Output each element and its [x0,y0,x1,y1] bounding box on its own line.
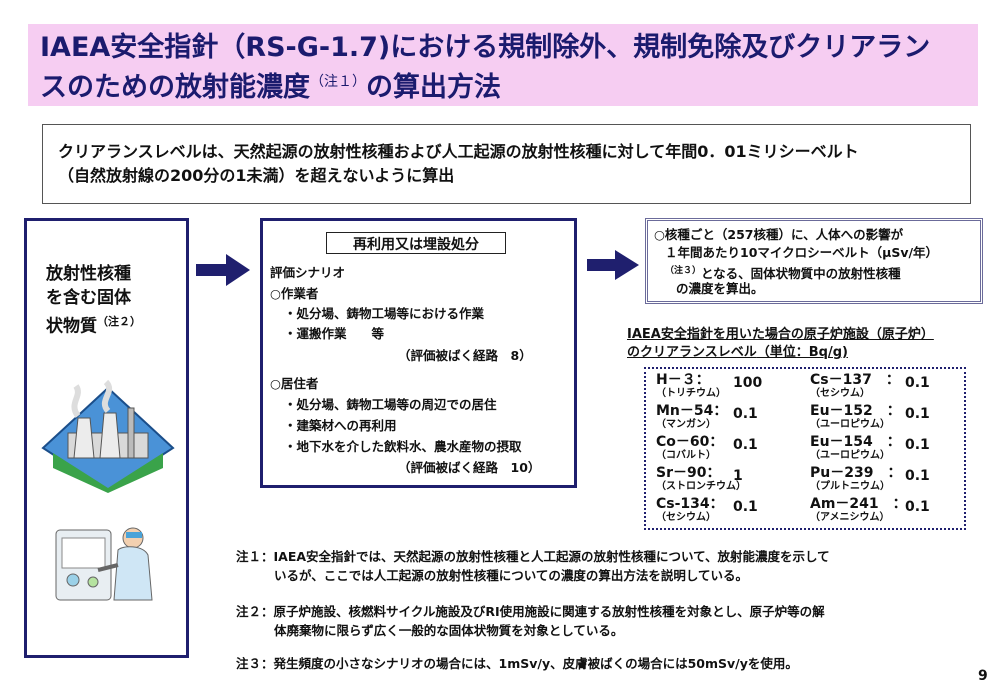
clearance-value: 100 [733,375,763,391]
clearance-value: 0.1 [905,437,930,453]
clearance-table-heading-line-1: IAEA安全指針を用いた場合の原子炉施設（原子炉） [627,327,934,342]
footnote-2-line-1: 注２：原子炉施設、核燃料サイクル施設及びRI使用施設に関連する放射性核種を対象と… [236,604,825,619]
solid-material-box [24,218,189,658]
scenario-label: 評価シナリオ [270,265,346,280]
solid-material-label: 放射性核種 を含む固体 状物質（注２） [46,262,166,339]
worker-item: ・処分場、鋳物工場等における作業 [284,306,485,321]
clearance-value: 0.1 [905,406,930,422]
nuclide-symbol: Eu－154 ： [810,434,901,450]
nuclide-name: （プルトニウム） [810,481,890,492]
calculation-line-4: の濃度を算出。 [676,281,764,296]
clearance-value: 0.1 [733,499,758,515]
nuclide-symbol: Cs－137 ： [810,372,900,388]
nuclide-name: （ストロンチウム） [656,481,746,492]
nuclide-symbol: Cs-134： [656,496,724,512]
clearance-value: 0.1 [733,406,758,422]
clearance-table-heading-main: のクリアランスレベル [627,345,757,360]
solid-material-line-2: を含む固体 [46,288,131,308]
nuclide-name: （アメニシウム） [810,512,890,523]
worker-item: ・運搬作業 等 [284,326,385,341]
footnote-1-line-1: 注１：IAEA安全指針では、天然起源の放射性核種と人工起源の放射性核種について、… [236,549,830,564]
nuclide-symbol: Co－60： [656,434,724,450]
title-line-2: スのための放射能濃度（注１）の算出方法 [40,65,970,105]
solid-material-line-3: 状物質（注２） [46,310,166,339]
calculation-line-1: ○核種ごと（257核種）に、人体への影響が [654,227,904,242]
nuclide-symbol: Mn－54： [656,403,728,419]
right-arrow-icon [196,254,250,286]
clearance-table-unit: （単位：Bq/g) [756,345,848,360]
title-line-2-prefix: スのための放射能濃度 [40,72,310,103]
nuclide-name: （ユーロピウム） [810,419,890,430]
laboratory-worker-icon [55,527,153,601]
page-number: 9 [978,668,988,684]
power-plant-icon [41,379,175,493]
nuclide-symbol: Sr－90： [656,465,721,481]
nuclide-name: （マンガン） [656,419,716,430]
nuclide-name: （ユーロピウム） [810,450,890,461]
resident-item: ・処分場、鋳物工場等の周辺での居住 [284,397,497,412]
resident-label: ○居住者 [270,376,319,391]
solid-material-line-1: 放射性核種 [46,264,131,284]
title-band [28,24,978,106]
calculation-box [645,218,983,304]
clearance-table [644,367,966,530]
intro-line-1: クリアランスレベルは、天然起源の放射性核種および人工起源の放射性核種に対して年間… [58,142,859,161]
scenario-heading: 再利用又は埋設処分 [353,237,479,253]
footnote-2-line-2: 体廃棄物に限らず広く一般的な固体状物質を対象としている。 [274,623,624,638]
clearance-value: 0.1 [733,437,758,453]
clearance-value: 1 [733,468,743,484]
clearance-value: 0.1 [905,499,930,515]
footnote-1: 注１：IAEA安全指針では、天然起源の放射性核種と人工起源の放射性核種について、… [236,547,956,585]
nuclide-symbol: Am－241 ： [810,496,907,512]
clearance-table-heading-line-2: のクリアランスレベル（単位：Bq/g) [627,344,987,362]
nuclide-name: （セシウム） [656,512,716,523]
clearance-value: 0.1 [905,468,930,484]
intro-box [42,124,971,204]
intro-line-2: （自然放射線の200分の1未満）を超えないように算出 [58,166,455,185]
resident-item: ・建築材への再利用 [284,418,397,433]
right-arrow-icon [587,250,639,280]
title-note-marker: （注１） [310,74,366,90]
clearance-table-heading: IAEA安全指針を用いた場合の原子炉施設（原子炉） のクリアランスレベル（単位：… [627,326,987,362]
scenario-heading-box [326,232,506,254]
solid-material-note-marker: （注２） [97,315,141,328]
nuclide-symbol: H－３： [656,372,710,388]
clearance-value: 0.1 [905,375,930,391]
page-title: IAEA安全指針（RS-G-1.7)における規制除外、規制免除及びクリアラン ス… [40,30,970,105]
title-line-2-suffix: の算出方法 [366,72,501,103]
resident-exposure-paths: （評価被ばく経路 10） [398,460,541,475]
resident-item: ・地下水を介した飲料水、農水産物の摂取 [284,439,522,454]
nuclide-name: （コバルト） [656,450,716,461]
calculation-line-3-text: となる、固体状物質中の放射性核種 [701,266,901,282]
scenario-box [260,218,577,488]
title-line-1: IAEA安全指針（RS-G-1.7)における規制除外、規制免除及びクリアラン [40,32,931,63]
nuclide-name: （セシウム） [810,388,870,399]
worker-label: ○作業者 [270,286,319,301]
footnote-3: 注３：発生頻度の小さなシナリオの場合には、1mSv/y、皮膚被ばくの場合には50… [236,654,956,673]
solid-material-line-3-text: 状物質 [46,316,97,337]
footnote-2: 注２：原子炉施設、核燃料サイクル施設及びRI使用施設に関連する放射性核種を対象と… [236,602,956,640]
worker-exposure-paths: （評価被ばく経路 8） [398,348,532,363]
footnote-3-line-1: 注３：発生頻度の小さなシナリオの場合には、1mSv/y、皮膚被ばくの場合には50… [236,656,798,671]
intro-text: クリアランスレベルは、天然起源の放射性核種および人工起源の放射性核種に対して年間… [58,140,963,188]
calculation-line-3: （注３）となる、固体状物質中の放射性核種 [665,262,901,283]
calculation-note-marker: （注３） [665,266,702,276]
footnote-1-line-2: いるが、ここでは人工起源の放射性核種についての濃度の算出方法を説明している。 [274,568,749,583]
nuclide-symbol: Pu－239 ： [810,465,902,481]
nuclide-symbol: Eu－152 ： [810,403,901,419]
nuclide-name: （トリチウム） [656,388,726,399]
calculation-line-2: １年間あたり10マイクロシーベルト（μSv/年） [665,245,939,260]
